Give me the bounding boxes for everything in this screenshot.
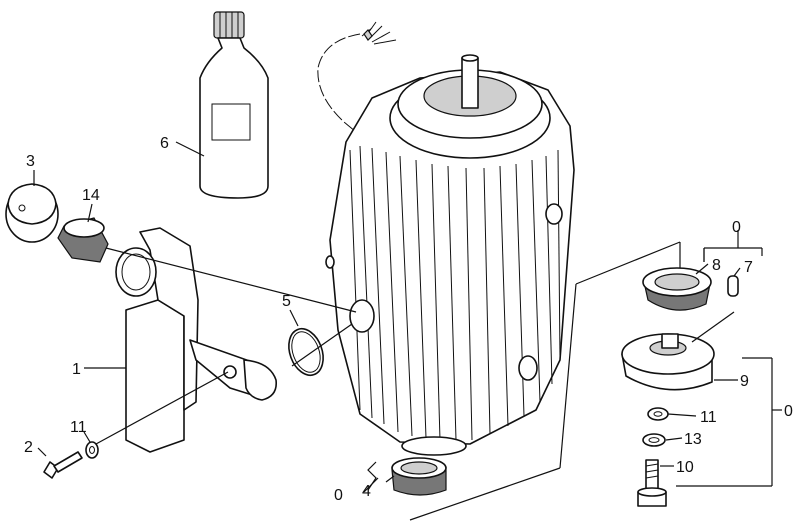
bracket-part xyxy=(115,227,278,453)
key-part xyxy=(727,275,739,297)
oil-bottle-part xyxy=(199,11,269,199)
callout-0-bottom: 0 xyxy=(334,487,343,504)
callout-9: 9 xyxy=(740,373,749,390)
callout-labels: 3 14 6 1 2 11 5 0 4 0 8 7 9 11 13 10 0 xyxy=(24,135,793,504)
callout-1: 1 xyxy=(72,361,81,378)
callout-8: 8 xyxy=(712,257,721,274)
sleeve-part xyxy=(57,217,109,263)
callout-6: 6 xyxy=(160,135,169,152)
bearing-bottom-part xyxy=(391,457,447,496)
callout-0-top: 0 xyxy=(732,219,741,236)
callout-11-right: 11 xyxy=(700,409,717,426)
bolt-part xyxy=(637,459,667,507)
callout-10: 10 xyxy=(676,459,694,476)
end-cap-part xyxy=(5,183,59,243)
flange-part xyxy=(621,333,715,391)
screw-left-part xyxy=(43,441,99,479)
motor-part xyxy=(317,21,575,456)
callout-2: 2 xyxy=(24,439,33,456)
leader-lines xyxy=(33,141,782,521)
callout-13: 13 xyxy=(684,431,702,448)
o-ring-part xyxy=(288,327,324,377)
bearing-right-part xyxy=(642,267,712,311)
callout-11-left: 11 xyxy=(70,419,87,436)
lock-washer-part xyxy=(642,433,666,447)
callout-3: 3 xyxy=(26,153,35,170)
washer-right-part xyxy=(647,407,669,421)
callout-14: 14 xyxy=(82,187,100,204)
callout-4: 4 xyxy=(362,483,371,500)
callout-7: 7 xyxy=(744,259,753,276)
callout-5: 5 xyxy=(282,293,291,310)
callout-0-right: 0 xyxy=(784,403,793,420)
